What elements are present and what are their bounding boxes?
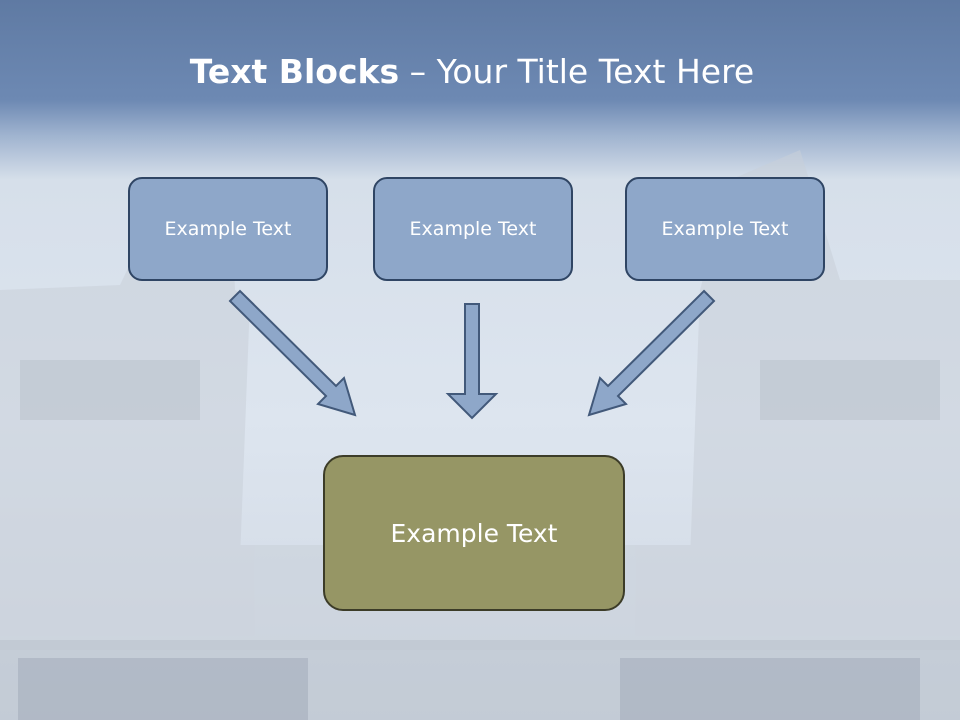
title-rest: Your Title Text Here [436,52,755,91]
arrow-down-left [587,289,716,417]
text-block-top-left: Example Text [128,177,328,281]
arrow-down [445,303,499,420]
text-block-top-center: Example Text [373,177,573,281]
text-block-bottom: Example Text [323,455,625,611]
title-dash: – [399,52,437,91]
arrow-down-right [228,289,357,417]
title-bold: Text Blocks [189,52,400,91]
text-block-top-right: Example Text [625,177,825,281]
slide-title: Text Blocks – Your Title Text Here [0,52,944,91]
